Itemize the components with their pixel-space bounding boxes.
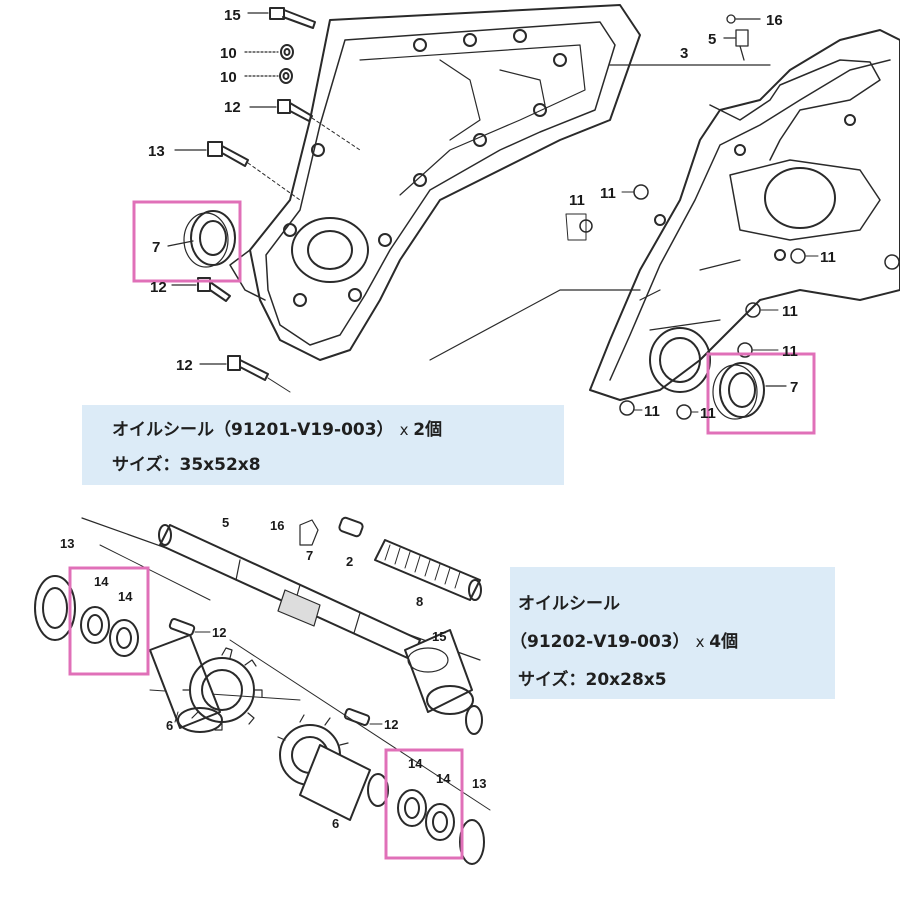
callout-b13r: 13 (472, 776, 486, 791)
highlight-seal-14-left (68, 566, 150, 676)
seal-size-top: サイズ：35x52x8 (112, 455, 261, 475)
seal-spec-bottom-line2: （91202-V19-003）x 4個 (510, 627, 738, 652)
callout-b14c: 14 (408, 756, 423, 771)
callout-7b: 7 (790, 379, 798, 396)
bolt-12a (249, 99, 313, 122)
callout-b2: 2 (346, 554, 353, 569)
callout-b6b: 6 (332, 816, 339, 831)
info-panel-bottom: オイルシール （91202-V19-003）x 4個 サイズ：20x28x5 (510, 567, 835, 699)
callout-11c: 11 (820, 249, 836, 266)
nut-11-group (565, 184, 900, 420)
part-name-number-top: オイルシール（91201-V19-003） (112, 420, 394, 440)
callout-b7: 7 (306, 548, 313, 563)
left-gear-cover (229, 4, 641, 361)
callout-11d: 11 (782, 303, 798, 320)
part-name-bottom: オイルシール (518, 594, 620, 614)
times-sign-top: x (399, 421, 409, 439)
callout-12b: 12 (150, 279, 167, 296)
info-panel-top: オイルシール（91201-V19-003）x 2個 サイズ：35x52x8 (82, 405, 564, 485)
oil-seal-7-top-left (167, 210, 236, 268)
bolt-15 (247, 7, 316, 29)
callout-b13: 13 (60, 536, 74, 551)
callout-11g: 11 (700, 405, 716, 422)
bolt-13 (174, 141, 249, 167)
callout-12c: 12 (176, 357, 193, 374)
callout-13: 13 (148, 143, 165, 160)
callout-12a: 12 (224, 99, 241, 116)
callout-11a: 11 (569, 192, 585, 209)
highlight-seal-14-right (384, 748, 464, 860)
part-number-bottom: （91202-V19-003） (510, 632, 690, 652)
right-gear-case (589, 29, 900, 401)
quantity-value-top: 2個 (413, 420, 443, 440)
highlight-seal-7-left (132, 200, 242, 283)
callout-7a: 7 (152, 239, 160, 256)
callout-16: 16 (766, 12, 783, 29)
highlight-seal-7-right (706, 352, 816, 435)
callout-15: 15 (224, 7, 241, 24)
quantity-top: x 2個 (399, 420, 443, 440)
top-callouts: 15 10 10 12 13 7 12 12 16 5 3 11 11 11 1… (148, 7, 836, 422)
callout-3: 3 (680, 45, 688, 62)
bolt-12c (199, 355, 269, 381)
callout-b15: 15 (432, 629, 446, 644)
quantity-value-bottom: 4個 (709, 632, 739, 652)
oil-seal-7-top-right (712, 362, 787, 420)
callout-b14a: 14 (94, 574, 109, 589)
callout-11e: 11 (782, 343, 798, 360)
callout-b14d: 14 (436, 771, 451, 786)
callout-11b: 11 (600, 185, 616, 202)
callout-b6a: 6 (166, 718, 173, 733)
seal-spec-top-line1: オイルシール（91201-V19-003）x 2個 (112, 415, 442, 440)
callout-10a: 10 (220, 45, 237, 62)
bottom-callouts: 13 5 16 7 2 8 14 14 12 15 6 12 14 14 6 1… (60, 515, 486, 831)
seal-size-bottom: サイズ：20x28x5 (518, 670, 667, 690)
callout-11f: 11 (644, 403, 660, 420)
washer-10a (244, 44, 294, 60)
shaft-assembly (34, 516, 491, 865)
callout-b5: 5 (222, 515, 229, 530)
callout-5: 5 (708, 31, 716, 48)
callout-b12a: 12 (212, 625, 226, 640)
times-sign-bottom: x (695, 633, 705, 651)
part-16-5 (723, 14, 761, 61)
quantity-bottom: x 4個 (695, 632, 739, 652)
callout-10b: 10 (220, 69, 237, 86)
washer-10b (244, 68, 293, 84)
callout-b14b: 14 (118, 589, 133, 604)
callout-b16: 16 (270, 518, 284, 533)
callout-b12b: 12 (384, 717, 398, 732)
bolt-12b (171, 277, 231, 302)
callout-b8: 8 (416, 594, 423, 609)
